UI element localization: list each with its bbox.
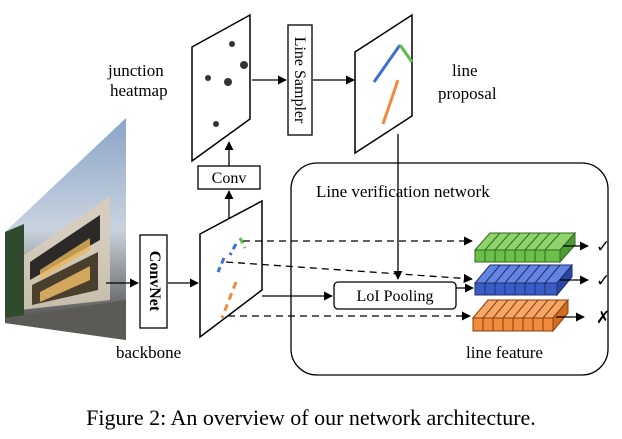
junction-heatmap [191,13,251,163]
conv-box: Conv [197,165,261,190]
accept-mark-green: ✓ [596,237,610,256]
conv-label: Conv [212,170,247,187]
convnet-box: ConvNet [139,234,168,329]
backbone-feature-map [199,199,263,339]
backbone-label: backbone [116,343,181,362]
line-feature-label: line feature [466,343,543,362]
junction-heatmap-label-1: junction [107,61,164,80]
figure-caption: Figure 2: An overview of our network arc… [86,405,536,430]
accept-mark-blue: ✓ [596,271,610,290]
line-sampler-box: Line Sampler [287,24,313,136]
line-proposal-label-2: proposal [438,84,497,103]
line-sampler-label: Line Sampler [291,37,308,124]
line-feature-orange [471,298,570,333]
line-proposal-map [354,13,414,155]
line-feature-blue [473,263,574,297]
loi-pooling-label: LoI Pooling [357,288,434,305]
junction-heatmap-label-2: heatmap [110,81,168,100]
verification-network-label: Line verification network [316,182,490,201]
arrows [106,75,589,322]
input-house-photo [5,118,126,340]
reject-mark-orange: ✗ [596,308,610,327]
line-feature-green [473,231,577,264]
loi-pooling-box: LoI Pooling [333,281,457,310]
line-verification-network: Line verification network [290,162,609,376]
convnet-label: ConvNet [146,251,163,312]
line-proposal-label-1: line [452,61,478,80]
